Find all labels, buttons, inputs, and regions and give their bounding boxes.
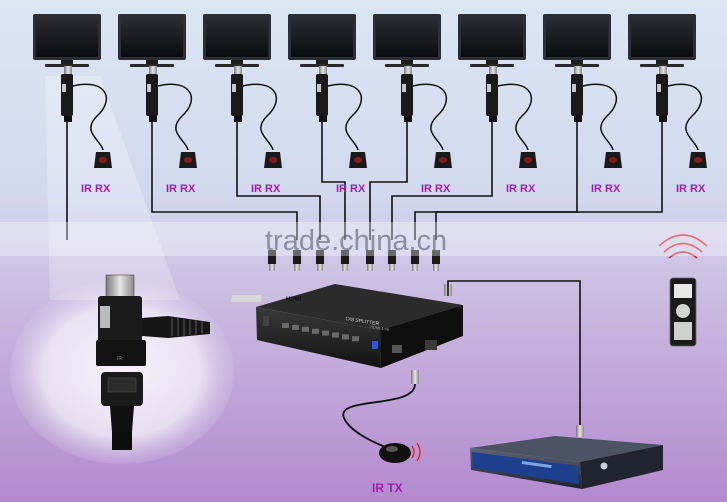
tv-unit: IR RX	[458, 14, 537, 195]
tv-icon	[628, 14, 696, 67]
tv-icon	[118, 14, 186, 67]
hdmi-cable-line	[391, 122, 493, 240]
hdmi-plug-icon	[366, 250, 374, 271]
ir-tx-label: IR TX	[372, 481, 403, 495]
hdmi-adapter-icon	[656, 66, 668, 122]
ir-receiver-icon	[349, 152, 367, 168]
ir-rx-label: IR RX	[336, 183, 366, 195]
hdmi-adapter-icon	[316, 66, 328, 122]
ir-rx-label: IR RX	[506, 183, 536, 195]
splitter-brand: HDMI	[286, 297, 302, 303]
ir-rx-label: IR RX	[421, 183, 451, 195]
hdmi-plug-icon	[411, 250, 419, 271]
ir-receiver-icon	[604, 152, 622, 168]
tv-unit: IR RX	[628, 14, 707, 195]
hdmi-splitter-icon: HDMI 1X8 SPLITTER HDMI 1.4b	[230, 284, 463, 368]
splitter-logo	[230, 295, 262, 302]
inset-port-label: IR	[117, 356, 122, 362]
watermark-band	[0, 222, 727, 256]
splitter-output-plugs	[268, 250, 440, 271]
tv-unit: IR RX	[543, 14, 622, 195]
tv-unit: IR RX	[203, 14, 282, 195]
tv-icon	[458, 14, 526, 67]
hdmi-cable-line	[321, 122, 346, 240]
tv-icon	[288, 14, 356, 67]
splitter-output-ports	[282, 323, 359, 342]
hdmi-adapter-icon	[401, 66, 413, 122]
media-player-icon	[470, 436, 663, 489]
ir-receiver-icon	[264, 152, 282, 168]
tv-unit: IR RX	[373, 14, 452, 195]
ir-receiver-icon	[689, 152, 707, 168]
hdmi-plug-icon	[316, 250, 324, 271]
remote-control-icon	[658, 234, 708, 347]
hdmi-plug-icon	[341, 250, 349, 271]
splitter-model-label: 1X8 SPLITTER	[345, 316, 380, 327]
ir-receiver-icon	[179, 152, 197, 168]
ir-rx-label: IR RX	[591, 183, 621, 195]
ir-receiver-icon	[434, 152, 452, 168]
tv-icon	[373, 14, 441, 67]
connection-lines	[66, 122, 663, 240]
tv-icon	[543, 14, 611, 67]
hdmi-cable-line	[151, 122, 298, 240]
hdmi-plug-icon	[293, 250, 301, 271]
ir-rx-label: IR RX	[251, 183, 281, 195]
tv-unit: IR RX	[33, 14, 112, 195]
hdmi-plug-icon	[432, 250, 440, 271]
hdmi-adapter-closeup-inset: IR	[10, 76, 234, 464]
tv-icon	[33, 14, 101, 67]
ir-rx-label: IR RX	[676, 183, 706, 195]
watermark-text: trade.china.cn	[265, 225, 447, 257]
ir-receiver-icon	[519, 152, 537, 168]
tv-unit: IR RX	[118, 14, 197, 195]
hdmi-adapter-icon	[486, 66, 498, 122]
hdmi-adapter-icon	[571, 66, 583, 122]
hdmi-cable-line	[435, 122, 663, 240]
ir-transmitter-icon	[342, 370, 421, 463]
splitter-sub-label: HDMI 1.4b	[370, 324, 390, 332]
ir-receiver-icon	[94, 152, 112, 168]
tv-row: IR RX IR RX IR RX IR RX IR RX IR RX IR RX IR RX	[33, 14, 707, 195]
hdmi-adapter-icon	[146, 66, 158, 122]
hdmi-plug-icon	[388, 250, 396, 271]
ir-rx-label: IR RX	[166, 183, 196, 195]
hdmi-adapter-icon	[61, 66, 73, 122]
ir-rx-label: IR RX	[81, 183, 111, 195]
hdmi-cable-line	[236, 122, 321, 240]
hdmi-plug-icon	[268, 250, 276, 271]
tv-unit: IR RX	[288, 14, 367, 195]
hdmi-adapter-icon	[231, 66, 243, 122]
input-cable	[444, 280, 584, 437]
tv-icon	[203, 14, 271, 67]
hdmi-cable-line	[369, 122, 408, 240]
